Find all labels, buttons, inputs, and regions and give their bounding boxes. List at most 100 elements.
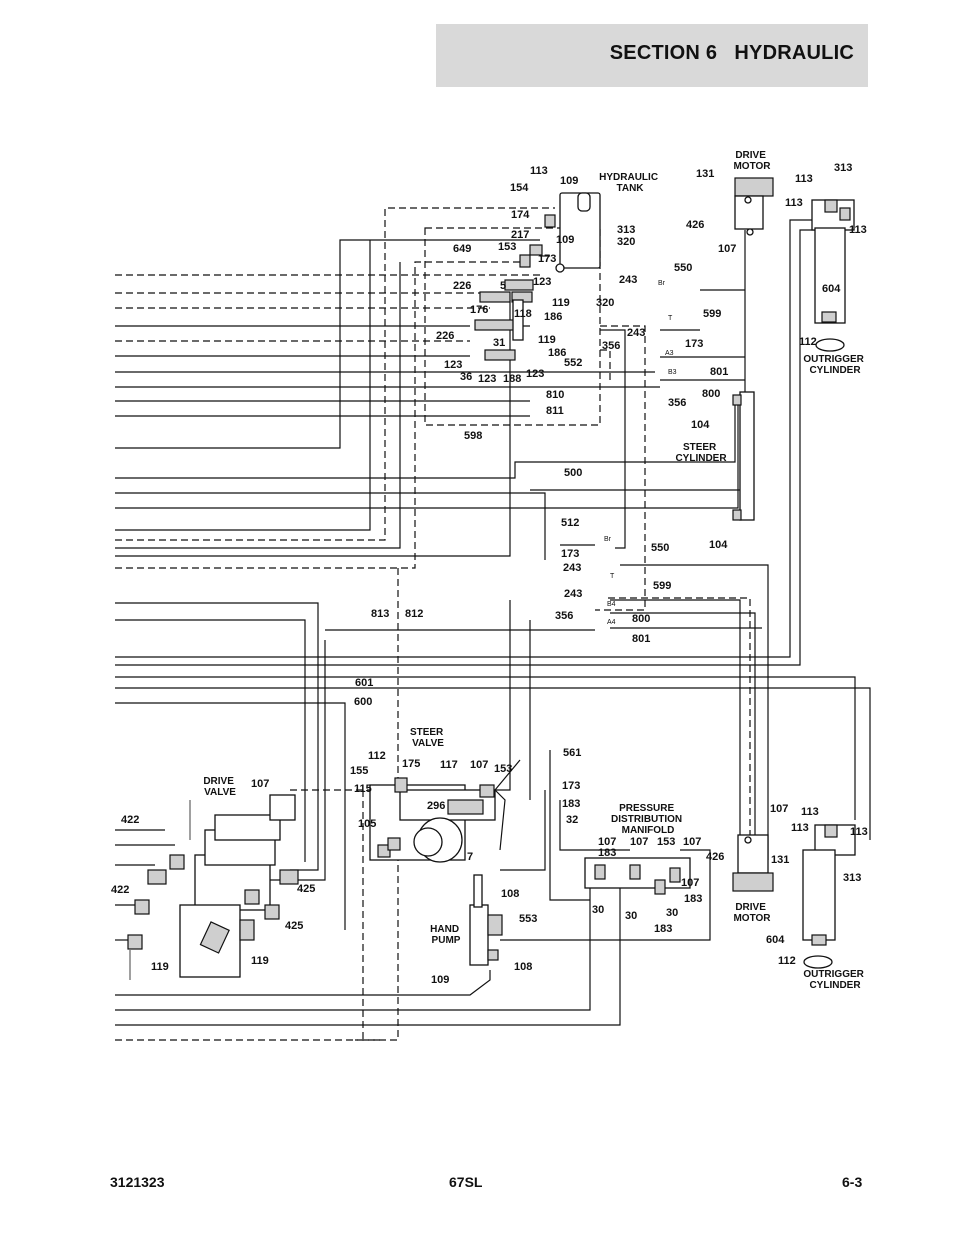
part-callout: 601 bbox=[355, 677, 373, 689]
part-callout: 173 bbox=[538, 253, 556, 265]
part-callout: 217 bbox=[511, 229, 529, 241]
section-title: SECTION 6 HYDRAULIC bbox=[609, 42, 854, 64]
part-callout: 356 bbox=[555, 610, 573, 622]
part-callout: 356 bbox=[668, 397, 686, 409]
part-callout: 226 bbox=[453, 280, 471, 292]
outrigger-cylinder-top bbox=[811, 199, 855, 352]
drive-valve bbox=[127, 794, 299, 980]
part-callout: 107 bbox=[598, 836, 616, 848]
part-callout: 105 bbox=[358, 818, 376, 830]
port-label: B3 bbox=[668, 369, 677, 376]
part-callout: 426 bbox=[706, 851, 724, 863]
part-callout: 107 bbox=[770, 803, 788, 815]
part-callout: 183 bbox=[654, 923, 672, 935]
port-label: A4 bbox=[607, 619, 616, 626]
part-callout: 320 bbox=[596, 297, 614, 309]
part-callout: 115 bbox=[354, 783, 372, 795]
part-callout: 553 bbox=[519, 913, 537, 925]
part-callout: 176 bbox=[470, 304, 488, 316]
part-callout: 107 bbox=[718, 243, 736, 255]
footer-page-number: 6-3 bbox=[842, 1174, 863, 1190]
caption-steer-cylinder: STEER CYLINDER bbox=[675, 442, 727, 464]
port-label: A3 bbox=[665, 350, 674, 357]
part-callout: 112 bbox=[799, 336, 817, 348]
part-callout: 123 bbox=[478, 373, 496, 385]
part-callout: 243 bbox=[564, 588, 582, 600]
part-callout: 512 bbox=[561, 517, 579, 529]
part-callout: 153 bbox=[494, 763, 512, 775]
part-callout: 31 bbox=[493, 337, 505, 349]
part-callout: 154 bbox=[510, 182, 529, 194]
part-callout: 175 bbox=[402, 758, 420, 770]
steer-cylinder bbox=[732, 391, 755, 521]
part-callout: 552 bbox=[564, 357, 582, 369]
part-callout: 173 bbox=[562, 780, 580, 792]
part-callout: 183 bbox=[684, 893, 702, 905]
part-callout: 812 bbox=[405, 608, 423, 620]
part-callout: 131 bbox=[696, 168, 714, 180]
part-callout: 108 bbox=[514, 961, 532, 973]
port-label: T bbox=[668, 315, 673, 322]
part-callout: 109 bbox=[556, 234, 574, 246]
part-callout: 500 bbox=[564, 467, 582, 479]
outrigger-cylinder-bottom bbox=[802, 824, 856, 969]
part-callout: 123 bbox=[444, 359, 462, 371]
footer-doc-number: 3121323 bbox=[110, 1174, 165, 1190]
caption-steer-valve: STEER VALVE bbox=[410, 727, 446, 749]
part-callout: 356 bbox=[602, 340, 620, 352]
part-callout: 598 bbox=[464, 430, 482, 442]
part-callout: 107 bbox=[630, 836, 648, 848]
part-callout: 119 bbox=[251, 955, 269, 967]
part-callout: 550 bbox=[674, 262, 692, 274]
caption-drive-valve: DRIVE VALVE bbox=[203, 776, 236, 798]
part-callout: 7 bbox=[467, 851, 473, 863]
part-callout: 243 bbox=[563, 562, 581, 574]
part-callout: 112 bbox=[368, 750, 386, 762]
part-callout: 112 bbox=[778, 955, 796, 967]
part-callout: 123 bbox=[526, 368, 544, 380]
part-callout: 119 bbox=[538, 334, 556, 346]
part-callout: 153 bbox=[657, 836, 675, 848]
part-callout: 117 bbox=[440, 759, 458, 771]
part-callout: 30 bbox=[625, 910, 637, 922]
part-callout: 186 bbox=[548, 347, 566, 359]
part-callout: 313 bbox=[617, 224, 635, 236]
part-callout: 119 bbox=[151, 961, 169, 973]
section-header: SECTION 6 HYDRAULIC bbox=[436, 24, 868, 87]
part-callout: 173 bbox=[561, 548, 579, 560]
part-callout: 104 bbox=[691, 419, 710, 431]
part-callout: 800 bbox=[632, 613, 650, 625]
part-callout: 107 bbox=[681, 877, 699, 889]
part-callout: 30 bbox=[592, 904, 604, 916]
part-callout: 113 bbox=[785, 197, 803, 209]
caption-pressure-manifold: PRESSURE DISTRIBUTION MANIFOLD bbox=[611, 803, 685, 836]
part-callout: 422 bbox=[121, 814, 139, 826]
hand-pump bbox=[469, 874, 503, 966]
part-callout: 226 bbox=[436, 330, 454, 342]
caption-outrigger-top: OUTRIGGER CYLINDER bbox=[803, 354, 866, 376]
part-callout: 425 bbox=[297, 883, 315, 895]
part-callout: 113 bbox=[801, 806, 819, 818]
part-callout: 104 bbox=[709, 539, 728, 551]
steer-valve bbox=[369, 777, 506, 863]
part-callout: 173 bbox=[685, 338, 703, 350]
part-callout: 113 bbox=[791, 822, 809, 834]
part-callout: 113 bbox=[530, 165, 548, 177]
port-label: Br bbox=[604, 536, 612, 543]
part-callout: 108 bbox=[501, 888, 519, 900]
drive-motor-top bbox=[734, 177, 774, 236]
part-callout: 243 bbox=[619, 274, 637, 286]
part-callout: 425 bbox=[285, 920, 303, 932]
part-callout: 174 bbox=[511, 209, 530, 221]
part-callout: 296 bbox=[427, 800, 445, 812]
part-callout: 183 bbox=[598, 847, 616, 859]
part-callout: 313 bbox=[843, 872, 861, 884]
caption-hand-pump: HAND PUMP bbox=[430, 924, 462, 946]
part-callout: 649 bbox=[453, 243, 471, 255]
part-callout: 113 bbox=[849, 224, 867, 236]
port-label: Br bbox=[658, 280, 666, 287]
caption-hydraulic-tank: HYDRAULIC TANK bbox=[599, 172, 661, 194]
component-captions: HYDRAULIC TANK DRIVE MOTOR OUTRIGGER CYL… bbox=[203, 150, 866, 991]
part-callout: 561 bbox=[563, 747, 581, 759]
